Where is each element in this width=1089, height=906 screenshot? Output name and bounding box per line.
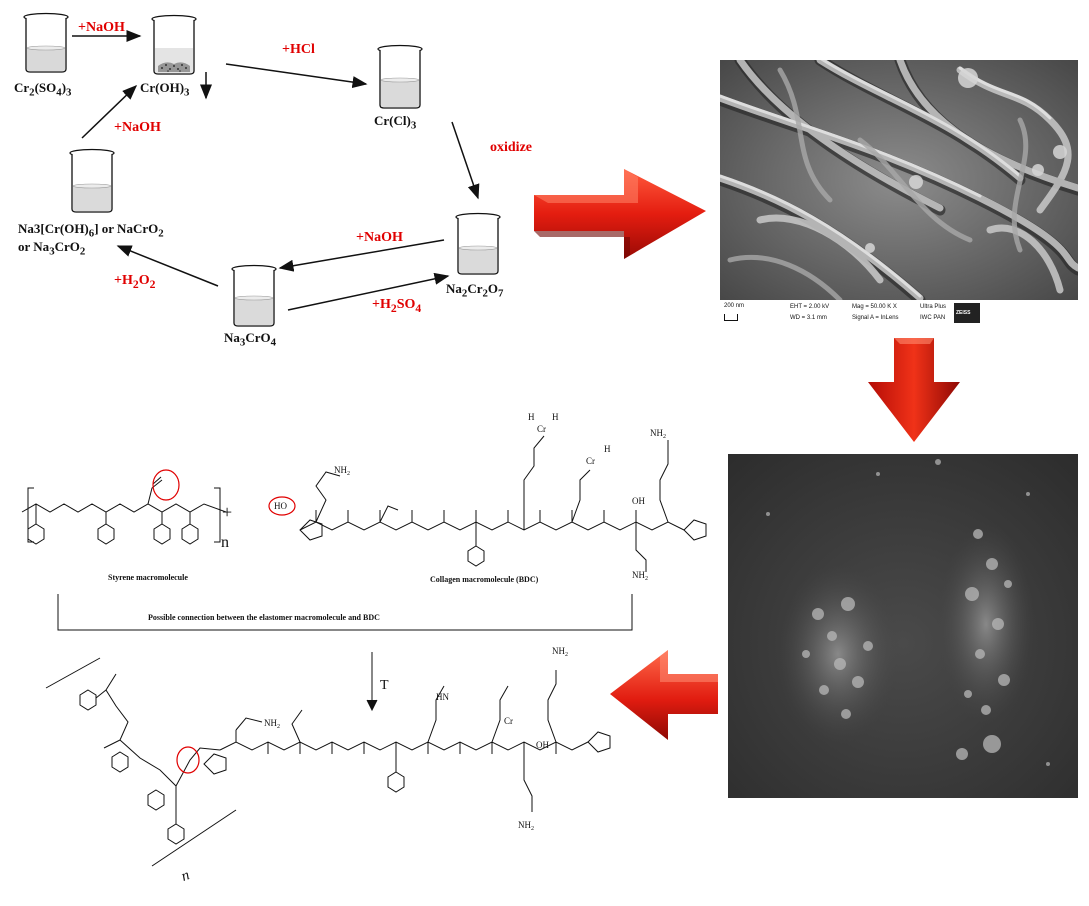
label-dichromate: Na2Cr2O7 bbox=[446, 281, 504, 300]
styrene-caption: Styrene macromolecule bbox=[108, 573, 188, 582]
group-hn-prod: HN bbox=[436, 692, 449, 702]
group-oh-prod: OH bbox=[536, 740, 549, 750]
red-arrow-left-icon bbox=[610, 650, 718, 740]
product-bracket-top bbox=[45, 657, 101, 689]
reagent-naoh-right: +NaOH bbox=[356, 230, 403, 245]
sem-mag: Mag = 50.00 K X bbox=[852, 304, 897, 310]
group-nh2-prod-gln: NH2 bbox=[518, 820, 534, 832]
sem-info-bar bbox=[720, 300, 1078, 328]
product-bracket-bottom bbox=[151, 809, 237, 867]
connection-caption: Possible connection between the elastome… bbox=[148, 613, 380, 622]
reaction-scheme: NH2 HO Cr H H Cr H NH2 OH NH2 NH2 HN Cr … bbox=[21, 412, 707, 867]
arrow-hydroxide-to-chloride bbox=[225, 63, 368, 89]
beaker-chromate-icon bbox=[231, 264, 277, 327]
label-chromium-chloride: Cr(Cl)3 bbox=[374, 113, 417, 132]
sem-image-fibers: 200 nm EHT = 2.00 kV WD = 3.1 mm Mag = 5… bbox=[720, 60, 1078, 328]
group-nh2-gln: NH2 bbox=[632, 570, 648, 582]
plus-sign: + bbox=[222, 502, 233, 522]
sem-composite-texture bbox=[728, 454, 1078, 798]
red-arrow-down-icon bbox=[868, 338, 960, 442]
arrow-chromite-to-hydroxide bbox=[81, 84, 138, 139]
sem-scale-label: 200 nm bbox=[724, 303, 745, 309]
reagent-oxidize: oxidize bbox=[490, 140, 532, 155]
styrene-bracket-right bbox=[214, 487, 221, 543]
styrene-bracket-left bbox=[27, 487, 34, 543]
zeiss-logo: ZEISS bbox=[954, 303, 980, 323]
group-nh2-prod-lys: NH2 bbox=[552, 646, 568, 658]
temperature-label: T bbox=[380, 678, 389, 693]
arrow-chloride-to-dichromate bbox=[451, 121, 480, 200]
group-h2-top: H bbox=[552, 412, 559, 422]
label-chromite-line2: or Na3CrO2 bbox=[18, 239, 86, 258]
arrow-chromate-to-dichromate bbox=[287, 272, 450, 311]
sem-eht: EHT = 2.00 kV bbox=[790, 304, 830, 310]
group-oh-top: OH bbox=[632, 496, 645, 506]
reagent-h2o2: +H2O2 bbox=[114, 273, 156, 291]
group-nh2-lysine: NH2 bbox=[650, 428, 666, 440]
reagent-naoh-top: +NaOH bbox=[78, 20, 125, 35]
group-ho-collagen: HO bbox=[274, 501, 287, 511]
arrow-chromate-to-chromite bbox=[116, 245, 219, 287]
reagent-hcl: +HCl bbox=[282, 42, 315, 57]
beaker-chromium-hydroxide-icon bbox=[151, 14, 197, 75]
connection-bracket bbox=[57, 594, 633, 631]
group-h-top2: H bbox=[604, 444, 611, 454]
sem-fibers-texture bbox=[720, 60, 1078, 306]
beaker-chromite-icon bbox=[69, 148, 115, 213]
reagent-h2so4: +H2SO4 bbox=[372, 297, 422, 315]
group-cr-prod: Cr bbox=[504, 716, 513, 726]
red-arrow-right-icon bbox=[534, 169, 706, 259]
styrene-n-subscript: n bbox=[221, 534, 229, 551]
reagent-naoh-left: +NaOH bbox=[114, 120, 161, 135]
group-cr-top: Cr bbox=[537, 424, 546, 434]
label-chromate: Na3CrO4 bbox=[224, 330, 277, 349]
sem-signal: Signal A = InLens bbox=[852, 315, 899, 321]
group-cr-top2: Cr bbox=[586, 456, 595, 466]
sem-iwc: IWC PAN bbox=[920, 315, 946, 321]
sem-image-composite bbox=[728, 454, 1078, 798]
sem-wd: WD = 3.1 mm bbox=[790, 315, 827, 321]
group-nh2-glycine: NH2 bbox=[334, 465, 350, 477]
cycle-arrows bbox=[72, 30, 480, 311]
group-h1-top: H bbox=[528, 412, 535, 422]
beaker-dichromate-icon bbox=[455, 212, 501, 275]
sem-scale-bar bbox=[724, 314, 738, 321]
group-nh2-prod: NH2 bbox=[264, 718, 280, 730]
arrow-dichromate-to-chromate bbox=[278, 239, 445, 272]
sem-ultra: Ultra Plus bbox=[920, 304, 947, 310]
collagen-caption: Collagen macromolecule (BDC) bbox=[430, 575, 539, 584]
beaker-chromium-chloride-icon bbox=[377, 44, 423, 109]
label-chromite-line1: Na3[Cr(OH)6] or NaCrO2 bbox=[18, 221, 164, 240]
beaker-chromium-sulfate-icon bbox=[23, 12, 69, 73]
label-chromium-sulfate: Cr2(SO4)3 bbox=[14, 80, 72, 99]
label-chromium-hydroxide: Cr(OH)3 bbox=[140, 80, 190, 99]
